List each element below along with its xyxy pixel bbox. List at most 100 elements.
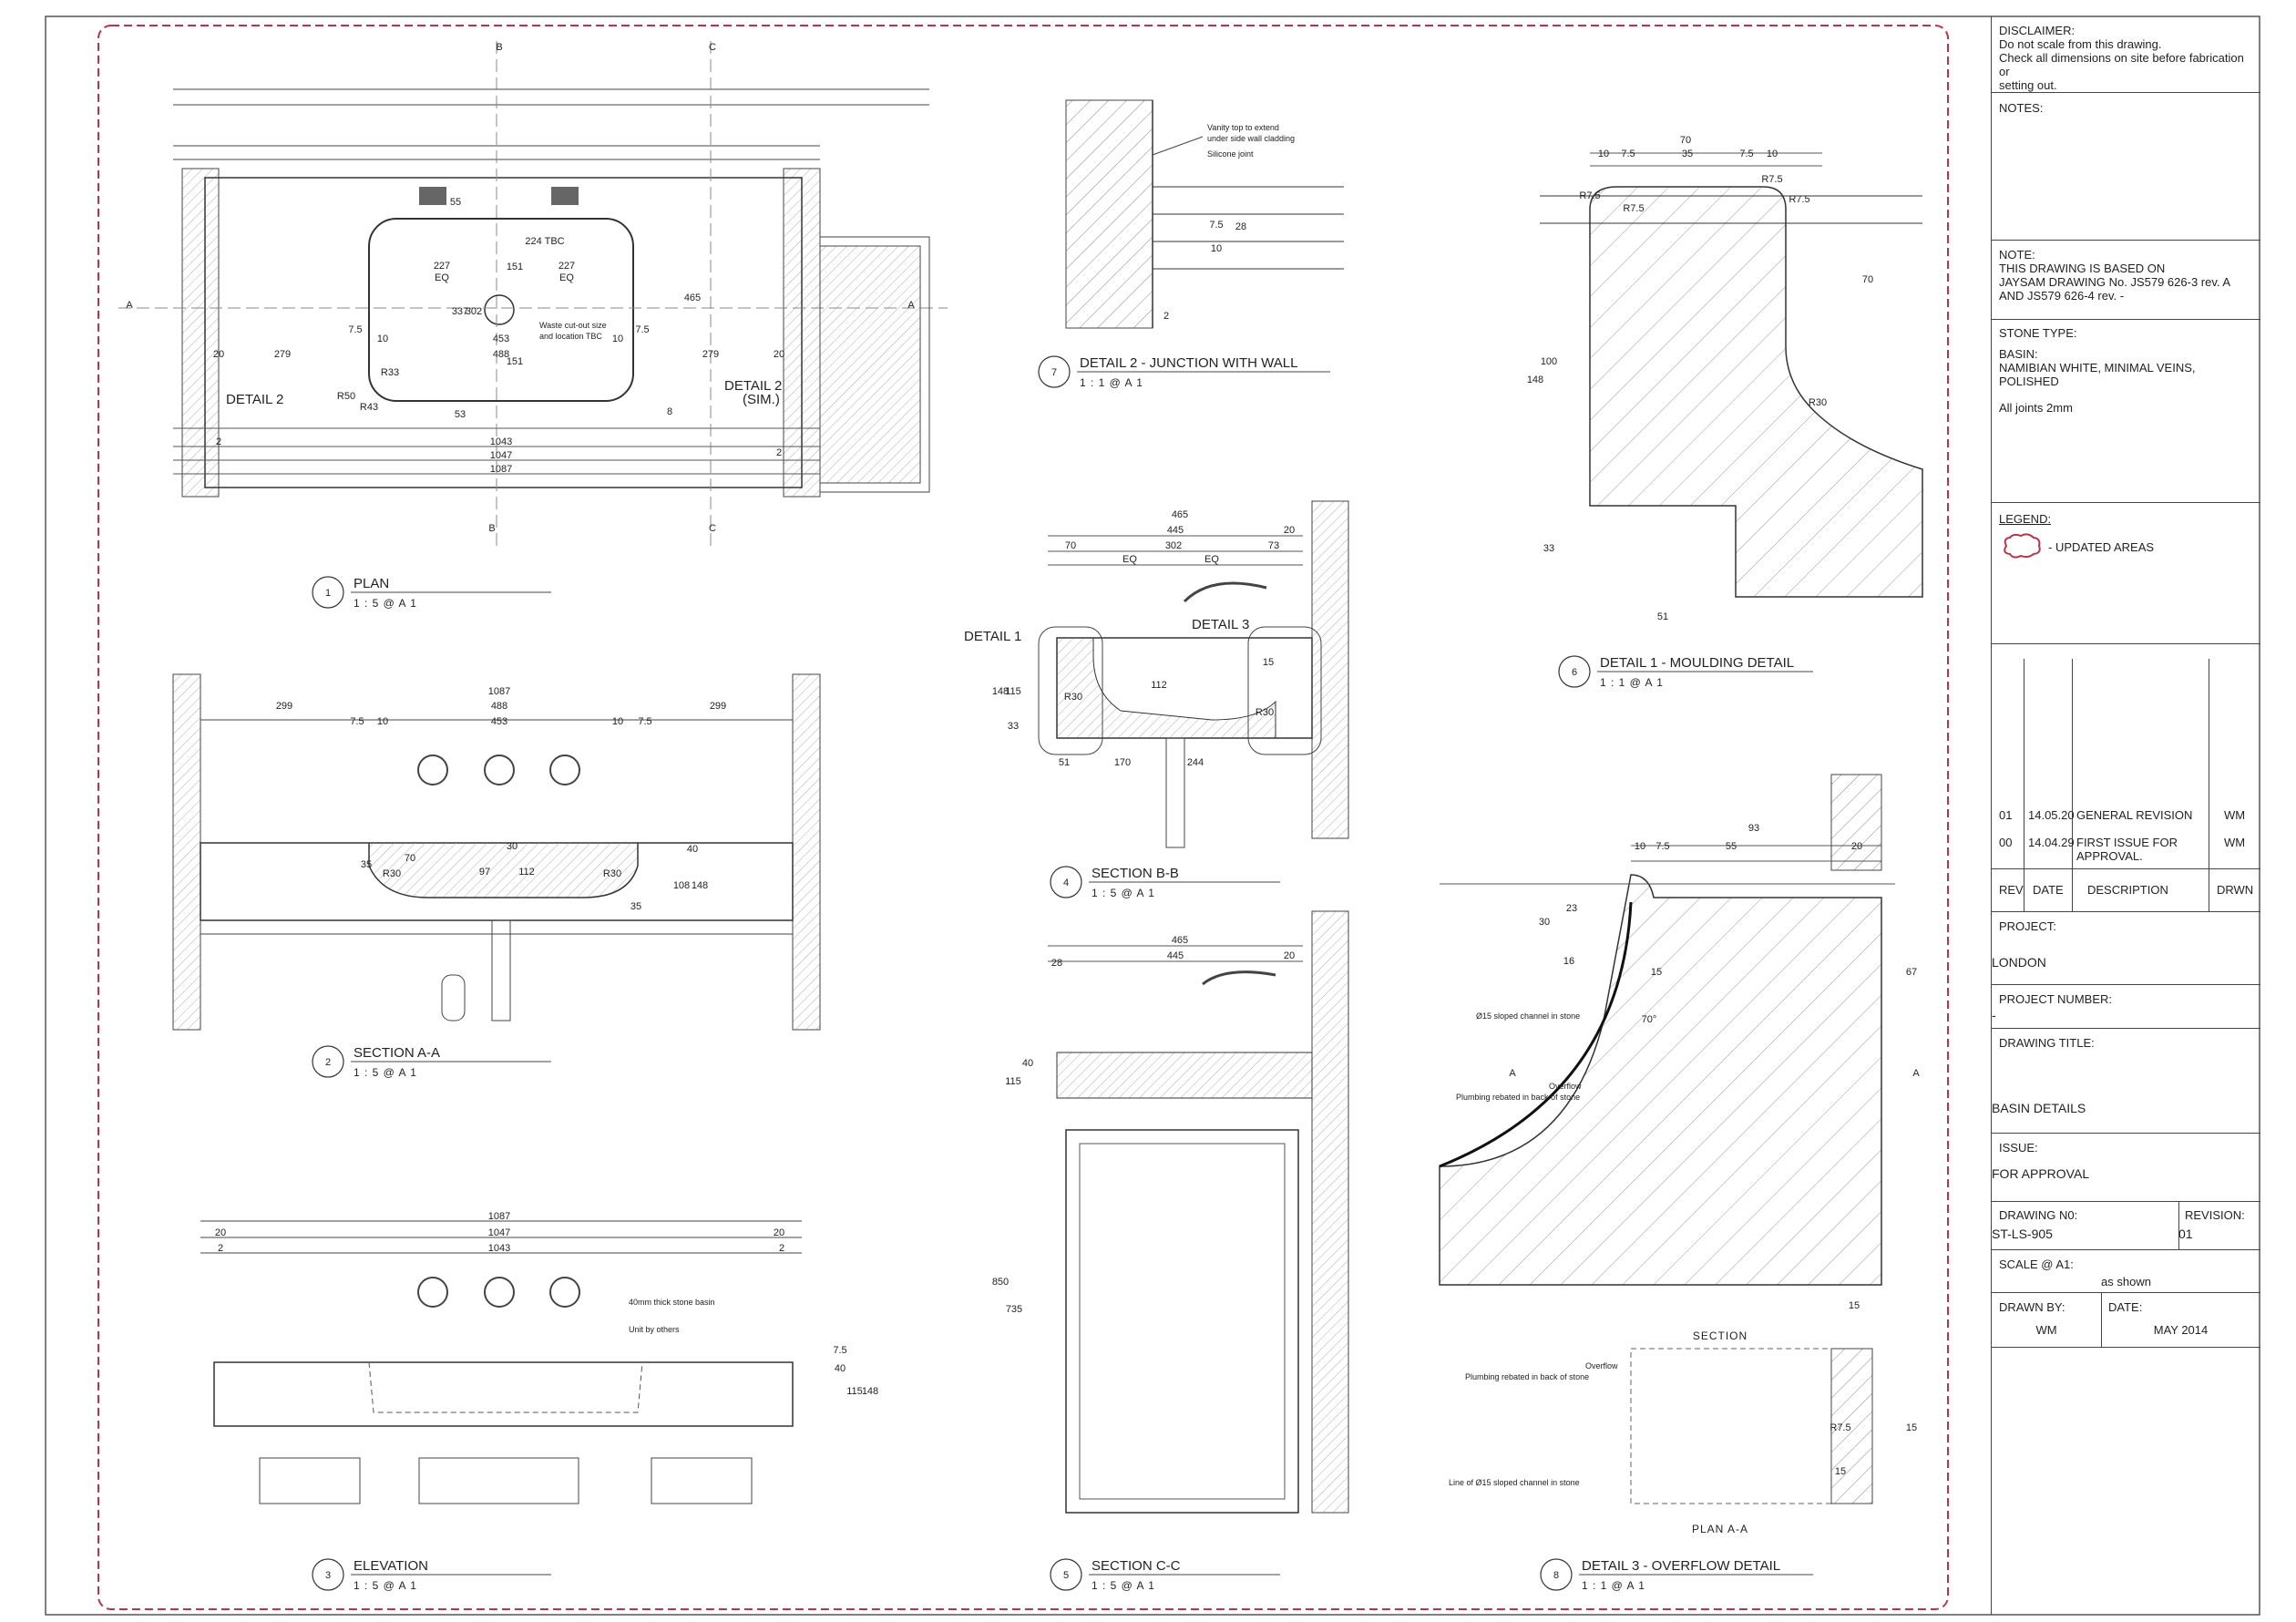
plan-dim-10-right: 10 (612, 334, 623, 344)
plan-dim-302: 302 (466, 306, 482, 317)
detail1-dim-r7-5-c: R7.5 (1761, 174, 1782, 185)
drawn-column-head: DRWN (2217, 883, 2254, 897)
section-bb-dim-33: 33 (1008, 721, 1019, 732)
drawn-by-head: DRAWN BY: (1999, 1300, 2065, 1314)
plan-waste-note-2: and location TBC (539, 332, 602, 341)
elevation-note-unit: Unit by others (629, 1325, 680, 1334)
view3-title: ELEVATION (354, 1558, 428, 1574)
view4-number: 4 (1063, 878, 1069, 888)
notes-head: NOTES: (1999, 101, 2044, 115)
plan-dim-1047: 1047 (490, 450, 512, 461)
detail3-dim-30: 30 (1539, 917, 1550, 928)
revision-01-desc: GENERAL REVISION (2076, 808, 2193, 822)
plan-dim-227-right: 227 (559, 261, 575, 272)
detail1-dim-r30: R30 (1809, 397, 1827, 408)
view8-title: DETAIL 3 - OVERFLOW DETAIL (1582, 1558, 1780, 1574)
elevation-dim-40: 40 (835, 1363, 846, 1374)
view1-title: PLAN (354, 576, 389, 591)
detail1-dim-r7-5-b: R7.5 (1623, 203, 1644, 214)
section-aa-wall-left (172, 673, 201, 1031)
disclaimer-head: DISCLAIMER: (1999, 24, 2076, 37)
detail1-dim-70: 70 (1680, 135, 1691, 146)
detail3-dim-23: 23 (1566, 903, 1577, 914)
plan-dim-7-5-right: 7.5 (635, 324, 649, 335)
section-bb-wall (1311, 500, 1349, 839)
issue-status: FOR APPROVAL (1992, 1166, 2090, 1181)
revision-01-date: 14.05.20 (2028, 808, 2075, 822)
plan-dim-2-left: 2 (216, 436, 221, 447)
section-aa-dim-299-right: 299 (710, 701, 726, 712)
view5-number: 5 (1063, 1570, 1069, 1581)
elevation-dim-115: 115 (846, 1386, 863, 1397)
section-cc-dim-735: 735 (1006, 1304, 1022, 1315)
detail1-dim-35: 35 (1682, 149, 1693, 159)
section-cc-dim-445: 445 (1167, 950, 1184, 961)
section-aa-dim-488: 488 (491, 701, 507, 712)
detail3-dim-15-bottom: 15 (1849, 1300, 1860, 1311)
detail1-dim-7-5-right: 7.5 (1739, 149, 1753, 159)
view-section-bb: DETAIL 1 DETAIL 3 465 445 20 70 302 73 E… (964, 500, 1349, 848)
section-bb-dim-r30-right: R30 (1256, 707, 1274, 718)
detail2-dim-10: 10 (1211, 243, 1222, 254)
plan-marker-c-bottom: C (709, 523, 716, 534)
plan-dim-eq-right: EQ (559, 272, 574, 283)
plan-dim-488: 488 (493, 349, 509, 360)
detail3-dim-20: 20 (1851, 841, 1862, 852)
detail3-marker-a-left: A (1509, 1068, 1516, 1079)
detail1-dim-51: 51 (1657, 611, 1668, 622)
plan-dim-10-left: 10 (377, 334, 388, 344)
revision-head: REVISION: (2185, 1208, 2245, 1222)
elevation-vanity-front (213, 1361, 794, 1427)
section-bb-dim-302: 302 (1165, 540, 1182, 551)
section-aa-dim-10-right: 10 (612, 716, 623, 727)
detail1-dim-33: 33 (1543, 543, 1554, 554)
view5-scale: 1 : 5 @ A 1 (1092, 1579, 1155, 1592)
view8-scale: 1 : 1 @ A 1 (1582, 1579, 1645, 1592)
legend-item: - UPDATED AREAS (2048, 540, 2155, 554)
detail3-dim-93: 93 (1748, 823, 1759, 834)
revision-number: 01 (2178, 1227, 2193, 1241)
view-elevation: 1087 1047 1043 20 20 2 2 40mm thick ston… (200, 1211, 878, 1504)
plan-marker-a-right: A (907, 300, 915, 311)
section-bb-dim-eq-right: EQ (1204, 554, 1219, 565)
plan-dim-1087: 1087 (490, 464, 512, 475)
section-bb-dim-170: 170 (1114, 757, 1131, 768)
section-cc-dim-115: 115 (1005, 1076, 1021, 1087)
section-aa-dim-112: 112 (518, 867, 535, 878)
plan-detail2-sim-label: DETAIL 2 (724, 378, 782, 394)
elevation-note-stone: 40mm thick stone basin (629, 1298, 715, 1307)
section-aa-dim-35-right: 35 (630, 901, 641, 912)
plan-dim-227-left: 227 (434, 261, 450, 272)
plan-dim-279-left: 279 (274, 349, 291, 360)
detail2-dim-2: 2 (1163, 311, 1169, 322)
detail3-section-label: SECTION (1693, 1329, 1748, 1342)
detail3-plan-channel-line: Line of Ø15 sloped channel in stone (1449, 1478, 1580, 1487)
plan-dim-55: 55 (450, 197, 461, 208)
detail3-note-channel: Ø15 sloped channel in stone (1476, 1011, 1580, 1021)
section-bb-dim-15: 15 (1263, 657, 1274, 668)
view-detail3-overflow: 93 10 7.5 55 20 30 23 16 15 67 70° Ø15 s… (1439, 774, 1920, 1535)
stone-type-line-2: NAMIBIAN WHITE, MINIMAL VEINS, (1999, 361, 2196, 375)
view8-number: 8 (1553, 1570, 1559, 1581)
plan-dim-7-5-left: 7.5 (348, 324, 362, 335)
section-aa-dim-r30-right: R30 (603, 868, 621, 879)
detail2-note-vanity-1: Vanity top to extend (1207, 123, 1279, 132)
view-title-tags: 1 PLAN 1 : 5 @ A 1 2 SECTION A-A 1 : 5 @… (312, 355, 1813, 1592)
view7-title: DETAIL 2 - JUNCTION WITH WALL (1080, 355, 1297, 371)
detail2-note-silicone: Silicone joint (1207, 149, 1254, 159)
section-bb-dim-115: 115 (1005, 686, 1021, 697)
revision-01-rev: 01 (1999, 808, 2013, 822)
revision-00-desc: FIRST ISSUE FOR (2076, 836, 2178, 849)
revision-cloud-border (97, 25, 1949, 1610)
section-aa-dim-70: 70 (405, 853, 415, 864)
plan-dim-224: 224 TBC (525, 236, 564, 247)
plan-marker-a-left: A (126, 300, 133, 311)
detail2-note-vanity-2: under side wall cladding (1207, 134, 1295, 143)
view7-number: 7 (1051, 367, 1057, 378)
detail3-note-overflow: Overflow (1549, 1082, 1582, 1091)
detail1-dim-r7-5-d: R7.5 (1789, 194, 1809, 205)
elevation-dim-2-left: 2 (218, 1243, 223, 1254)
section-aa-wall-right (792, 673, 821, 1031)
view4-title: SECTION B-B (1092, 866, 1179, 881)
